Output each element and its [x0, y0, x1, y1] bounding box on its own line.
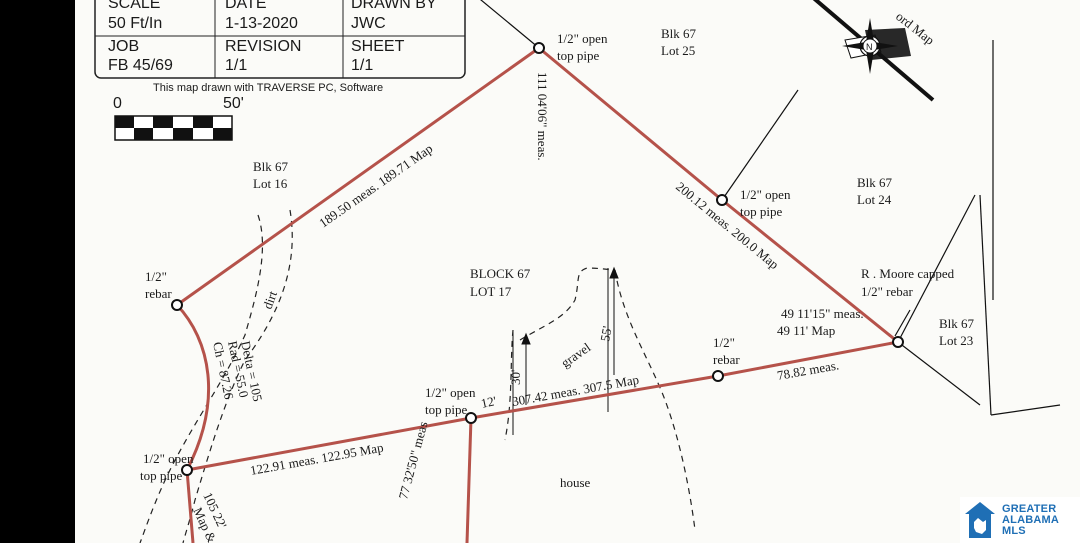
- survey-map-sheet: SCALE 50 Ft/In DATE 1-13-2020 DRAWN BY J…: [75, 0, 1080, 543]
- monuments: [171, 42, 904, 476]
- south-mid-label: 307.42 meas. 307.5 Map: [511, 372, 640, 409]
- logo-line3: MLS: [1002, 524, 1026, 537]
- right-pipe-marker: [716, 194, 728, 206]
- lot16-block: Blk 67: [253, 159, 289, 174]
- dim-30-label: 30': [508, 370, 523, 385]
- gravel-label: gravel: [558, 339, 594, 370]
- scale-start-label: 0: [113, 95, 122, 112]
- mid-rebar-label-1: 1/2": [713, 335, 735, 350]
- dimension-arrows: [521, 266, 619, 405]
- north-arrow: N ord Map: [812, 0, 937, 102]
- right-angle-meas-label: 49 11'15" meas.: [781, 306, 864, 321]
- mid-rebar-label-2: rebar: [713, 352, 740, 367]
- nw-line-label: 189.50 meas. 189.71 Map: [316, 141, 435, 231]
- top-pipe-label-2: top pipe: [557, 48, 599, 63]
- lot23-block: Blk 67: [939, 316, 975, 331]
- greater-alabama-mls-logo: GREATER ALABAMA MLS: [960, 497, 1080, 543]
- scale-end-label: 50': [223, 95, 244, 112]
- drawn-by-header: DRAWN BY: [351, 0, 437, 12]
- left-rebar-marker: [171, 299, 183, 311]
- date-header: DATE: [225, 0, 266, 12]
- date-value: 1-13-2020: [225, 15, 298, 32]
- dirt-label: dirt: [260, 289, 280, 311]
- lot23-lot: Lot 23: [939, 333, 973, 348]
- house-logo-icon: [965, 502, 995, 538]
- top-angle-label: 111 04'06" meas.: [535, 72, 550, 161]
- right-pipe-label-1: 1/2" open: [740, 187, 791, 202]
- software-note: This map drawn with TRAVERSE PC, Softwar…: [153, 82, 383, 94]
- title-block: SCALE 50 Ft/In DATE 1-13-2020 DRAWN BY J…: [94, 0, 466, 94]
- center-pipe-label-1: 1/2" open: [425, 385, 476, 400]
- revision-header: REVISION: [225, 38, 301, 55]
- lot17-lot: LOT 17: [470, 284, 512, 299]
- center-pipe-label-2: top pipe: [425, 402, 467, 417]
- south-right-label: 78.82 meas.: [776, 357, 840, 383]
- moore-label-1: R . Moore capped: [861, 266, 955, 281]
- logo-line2: ALABAMA: [1002, 513, 1060, 526]
- dim-12-label: 12': [480, 393, 498, 411]
- dim-55-label: 55': [597, 325, 614, 343]
- job-value: FB 45/69: [108, 57, 173, 74]
- sheet-header: SHEET: [351, 38, 405, 55]
- neighbor-lines: [480, 0, 1061, 435]
- scale-value: 50 Ft/In: [108, 15, 162, 32]
- job-header: JOB: [108, 38, 139, 55]
- logo-line1: GREATER: [1002, 502, 1057, 515]
- top-pipe-label-1: 1/2" open: [557, 31, 608, 46]
- bl-pipe-label-1: 1/2" open: [143, 451, 194, 466]
- moore-rebar-marker: [892, 336, 904, 348]
- right-angle-map-label: 49 11' Map: [777, 323, 835, 338]
- lot25-block: Blk 67: [661, 26, 697, 41]
- lot16-lot: Lot 16: [253, 176, 288, 191]
- moore-label-2: 1/2" rebar: [861, 284, 914, 299]
- survey-map: SCALE 50 Ft/In DATE 1-13-2020 DRAWN BY J…: [94, 0, 1061, 543]
- right-pipe-label-2: top pipe: [740, 204, 782, 219]
- drawn-by-value: JWC: [351, 15, 386, 32]
- revision-value: 1/1: [225, 57, 247, 74]
- lot17-block: BLOCK 67: [470, 266, 531, 281]
- mid-rebar-marker: [712, 370, 724, 382]
- house-label: house: [560, 475, 591, 490]
- left-rebar-label-2: rebar: [145, 286, 172, 301]
- center-pipe-marker: [465, 412, 477, 424]
- scale-header: SCALE: [108, 0, 160, 12]
- dirt-road-paths: [139, 209, 696, 543]
- north-label: N: [866, 42, 873, 52]
- scale-bar: 0 50': [113, 95, 244, 141]
- lot25-lot: Lot 25: [661, 43, 695, 58]
- left-rebar-label-1: 1/2": [145, 269, 167, 284]
- sheet-value: 1/1: [351, 57, 373, 74]
- property-boundary: [175, 46, 899, 543]
- bl-pipe-label-2: top pipe: [140, 468, 182, 483]
- lot24-lot: Lot 24: [857, 192, 892, 207]
- bottom-left-pipe-marker: [181, 464, 193, 476]
- lot24-block: Blk 67: [857, 175, 893, 190]
- top-pipe-marker: [533, 42, 545, 54]
